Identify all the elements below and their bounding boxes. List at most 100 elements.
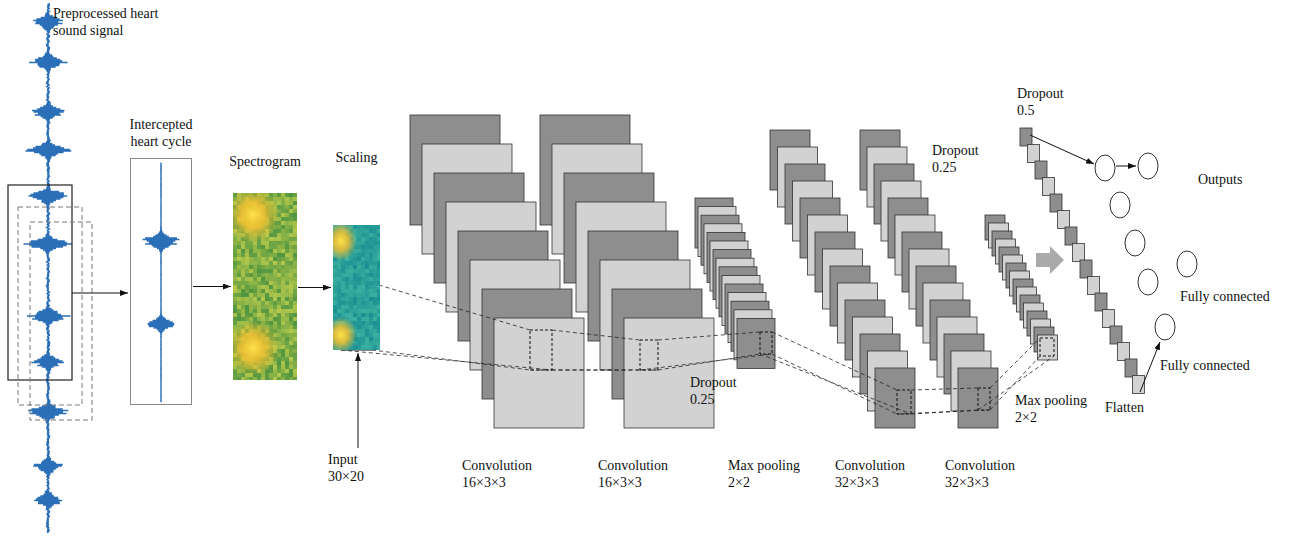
pixel bbox=[249, 313, 253, 317]
pixel bbox=[277, 193, 281, 197]
pixel bbox=[369, 265, 373, 269]
pixel bbox=[289, 305, 293, 309]
pixel bbox=[277, 369, 281, 373]
pixel bbox=[237, 261, 241, 265]
pixel bbox=[337, 313, 341, 317]
pixel bbox=[349, 261, 353, 265]
pixel bbox=[249, 261, 253, 265]
pixel bbox=[361, 317, 365, 321]
pixel bbox=[285, 205, 289, 209]
input-pointer bbox=[358, 353, 359, 448]
feature-map bbox=[875, 368, 915, 428]
pixel bbox=[277, 329, 281, 333]
pixel bbox=[349, 313, 353, 317]
pixel bbox=[285, 229, 289, 233]
pixel bbox=[293, 297, 297, 301]
pixel bbox=[361, 297, 365, 301]
pixel bbox=[357, 341, 361, 345]
pixel bbox=[281, 225, 285, 229]
pixel bbox=[365, 261, 369, 265]
pixel bbox=[237, 313, 241, 317]
pixel bbox=[273, 369, 277, 373]
pixel bbox=[249, 301, 253, 305]
flatten-cell bbox=[1058, 211, 1070, 229]
layer-label: Convolution 16×3×3 bbox=[598, 458, 688, 492]
pixel bbox=[365, 341, 369, 345]
pixel bbox=[373, 297, 377, 301]
pixel bbox=[281, 197, 285, 201]
pixel bbox=[245, 249, 249, 253]
pixel bbox=[269, 249, 273, 253]
pixel bbox=[269, 289, 273, 293]
pixel bbox=[369, 341, 373, 345]
pixel bbox=[293, 301, 297, 305]
pixel bbox=[233, 249, 237, 253]
pixel bbox=[257, 245, 261, 249]
projection-line bbox=[772, 332, 897, 390]
pixel bbox=[353, 261, 357, 265]
heart-cycle-panel: Intercepted heart cycle bbox=[130, 158, 192, 405]
pixel bbox=[365, 249, 369, 253]
pixel bbox=[373, 333, 377, 337]
pixel bbox=[365, 285, 369, 289]
pixel bbox=[257, 289, 261, 293]
pixel bbox=[369, 229, 373, 233]
pixel bbox=[353, 273, 357, 277]
pixel bbox=[289, 269, 293, 273]
pixel bbox=[373, 245, 377, 249]
pixel bbox=[349, 293, 353, 297]
pixel bbox=[277, 297, 281, 301]
pixel bbox=[281, 205, 285, 209]
pixel bbox=[241, 293, 245, 297]
pixel bbox=[257, 265, 261, 269]
pixel bbox=[237, 301, 241, 305]
pixel bbox=[241, 317, 245, 321]
pixel bbox=[365, 305, 369, 309]
flatten-vector bbox=[1020, 128, 1145, 394]
pixel bbox=[277, 325, 281, 329]
pixel bbox=[293, 193, 297, 197]
pixel bbox=[365, 309, 369, 313]
pixel bbox=[377, 329, 380, 333]
pixel bbox=[357, 241, 361, 245]
pixel bbox=[257, 293, 261, 297]
pixel bbox=[253, 281, 257, 285]
pixel bbox=[341, 261, 345, 265]
pixel bbox=[233, 377, 237, 380]
pixel bbox=[369, 261, 373, 265]
pixel bbox=[373, 289, 377, 293]
layer-label: Preprocessed heart sound signal bbox=[53, 6, 159, 40]
flatten-cell bbox=[1095, 293, 1107, 311]
pixel bbox=[241, 309, 245, 313]
pixel bbox=[257, 277, 261, 281]
pixel bbox=[357, 337, 361, 341]
pixel bbox=[341, 289, 345, 293]
projection-line bbox=[658, 354, 760, 370]
pixel bbox=[277, 293, 281, 297]
neuron bbox=[1110, 192, 1130, 218]
pixel bbox=[293, 257, 297, 261]
pixel bbox=[241, 273, 245, 277]
pixel bbox=[361, 337, 365, 341]
pixel bbox=[365, 233, 369, 237]
pixel bbox=[353, 305, 357, 309]
pixel bbox=[249, 305, 253, 309]
pixel bbox=[249, 249, 253, 253]
pixel bbox=[361, 241, 365, 245]
pixel bbox=[285, 193, 289, 197]
pixel bbox=[293, 205, 297, 209]
receptive-field bbox=[978, 388, 990, 410]
pixel bbox=[353, 313, 357, 317]
pixel bbox=[373, 285, 377, 289]
layer-label: Outputs bbox=[1198, 172, 1242, 189]
pool-stack bbox=[985, 215, 1058, 360]
neuron bbox=[1125, 230, 1145, 256]
pixel bbox=[377, 305, 380, 309]
pixel bbox=[285, 365, 289, 369]
pixel bbox=[261, 273, 265, 277]
pixel bbox=[357, 225, 361, 229]
pixel bbox=[281, 345, 285, 349]
layer-label: Dropout 0.25 bbox=[690, 375, 745, 409]
pixel bbox=[293, 349, 297, 353]
pixel bbox=[293, 329, 297, 333]
